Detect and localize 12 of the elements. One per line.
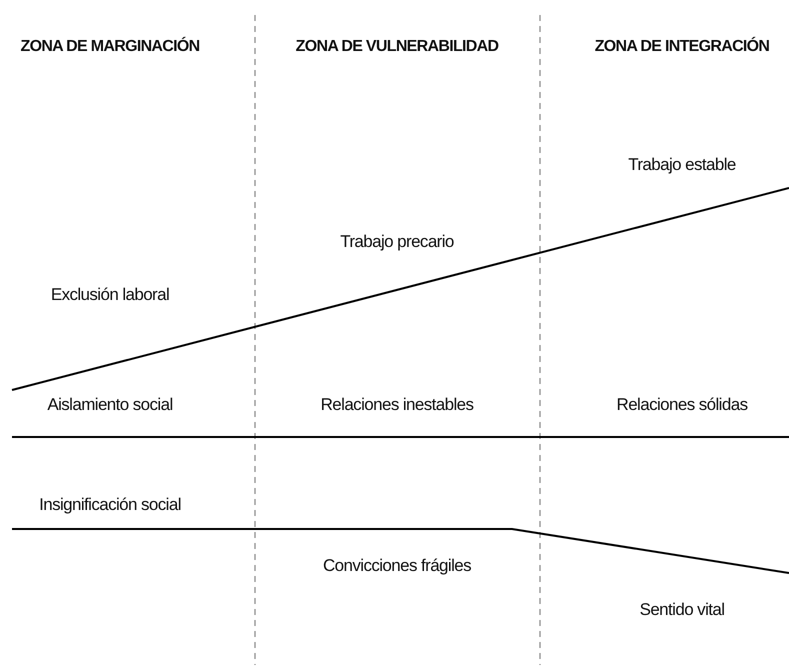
zone-label: Relaciones sólidas <box>616 395 748 415</box>
zone-label: Relaciones inestables <box>320 395 474 415</box>
zone-heading: ZONA DE INTEGRACIÓN <box>594 38 770 56</box>
zone-label: Convicciones frágiles <box>322 556 472 576</box>
zone-label: Aislamiento social <box>47 395 173 415</box>
zone-label: Trabajo estable <box>628 155 736 175</box>
zone-label: Insignificación social <box>39 495 181 515</box>
zone-label: Trabajo precario <box>340 232 454 252</box>
zone-heading: ZONA DE VULNERABILIDAD <box>296 38 498 56</box>
zone-label: Exclusión laboral <box>50 285 170 305</box>
zone-heading: ZONA DE MARGINACIÓN <box>20 38 200 56</box>
zone-label: Sentido vital <box>640 600 724 620</box>
